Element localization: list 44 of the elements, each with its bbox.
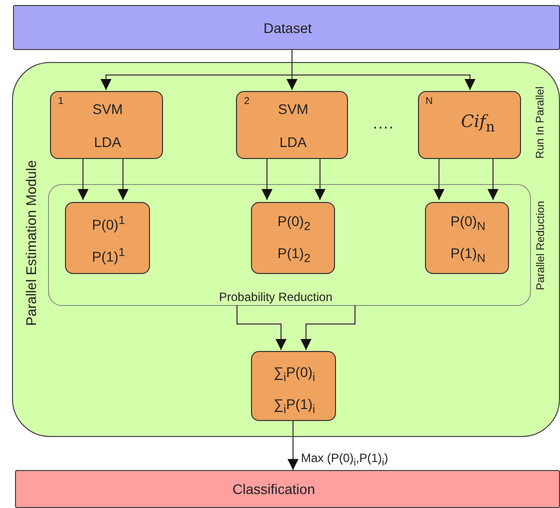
arrow: [118, 158, 128, 200]
parallel-note: Run In Parallel: [536, 86, 547, 158]
probability-text: P(0)$_{N}$: [450, 214, 486, 232]
sum-box: [251, 351, 336, 421]
box-number: N: [426, 97, 433, 107]
arrow: [236, 304, 286, 350]
arrow: [262, 158, 272, 200]
classifier-name: SVM: [278, 102, 308, 116]
classifier-box: [418, 91, 521, 159]
classifier-box: [236, 91, 348, 159]
probability-box: [65, 202, 150, 274]
output-bar: [15, 470, 560, 508]
module-title: Parallel Estimation Module: [24, 160, 38, 326]
arrow: [314, 158, 326, 200]
probability-text: P(0)$^{1}$: [92, 214, 125, 232]
region-title: Probability Reduction: [219, 291, 332, 303]
probability-text: ∑$_{i}$P(0)$_{i}$: [274, 365, 316, 384]
bar-title: Dataset: [264, 20, 312, 34]
input-bar: [13, 5, 560, 50]
arrow: [78, 158, 88, 200]
probability-text: P(1)$_{2}$: [278, 246, 310, 264]
classifier-name: Cif$_{n}$: [461, 114, 495, 135]
arrow: [300, 304, 356, 350]
edge-label: Max (P(0)$_{i}$,P(1)$_{i}$): [299, 452, 390, 468]
probability-box: [251, 202, 335, 274]
probability-text: P(0)$_{2}$: [278, 214, 310, 232]
classifier-name: LDA: [280, 135, 307, 149]
ellipsis: ····: [372, 120, 394, 136]
arrow: [288, 420, 298, 470]
box-number: 1: [58, 97, 64, 107]
bar-title: Classification: [232, 482, 315, 496]
probability-box: [425, 202, 509, 274]
probability-text: ∑$_{i}$P(1)$_{i}$: [274, 397, 316, 416]
arrow: [434, 158, 444, 200]
reduction-region: [48, 184, 531, 306]
box-number: 2: [244, 97, 250, 107]
probability-text: P(1)$_{N}$: [450, 246, 486, 264]
region-caption: Parallel Reduction: [536, 200, 547, 290]
classifier-name: LDA: [94, 135, 122, 149]
classifier-box: [50, 91, 163, 159]
arrow: [488, 158, 498, 200]
probability-text: P(1)$^{1}$: [92, 246, 125, 264]
classifier-name: SVM: [92, 102, 123, 116]
module-panel: [12, 62, 560, 437]
